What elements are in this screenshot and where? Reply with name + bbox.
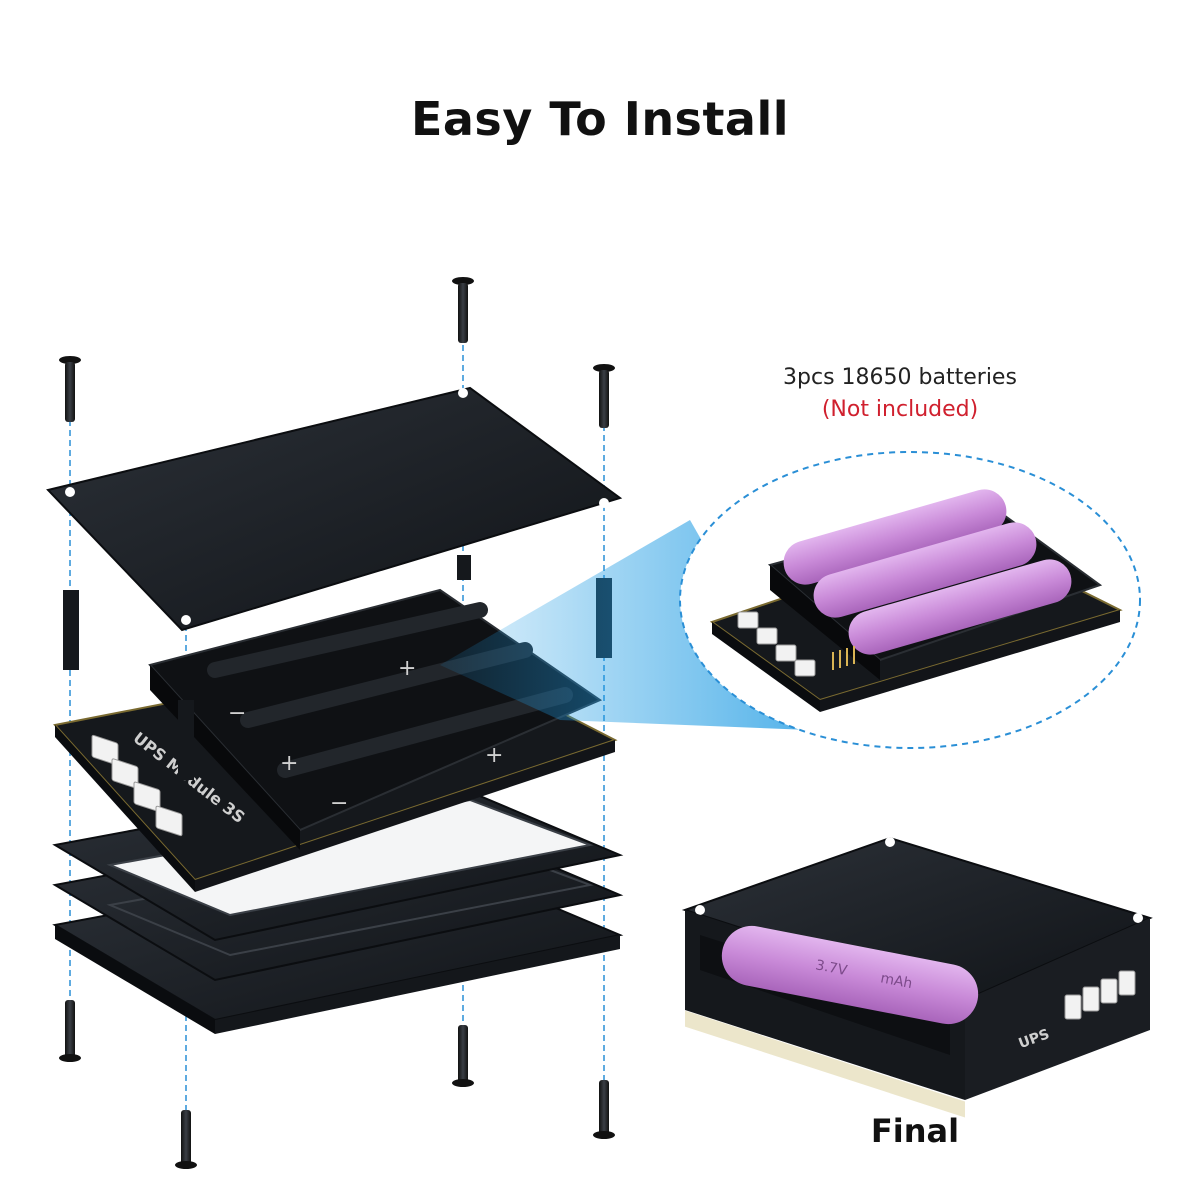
polarity-plus-3: +: [485, 743, 503, 768]
screw-icon-bottom-left: [59, 1000, 81, 1062]
battery-cell-icon-2: [813, 522, 1037, 618]
polarity-minus-2: −: [330, 791, 348, 816]
screw-icon-top-left: [59, 356, 81, 422]
battery-cell-icon-1: [783, 489, 1007, 585]
batteries-not-included-note: (Not included): [821, 397, 979, 422]
page-title: Easy To Install: [410, 92, 790, 146]
final-battery-text-2: mAh: [879, 970, 914, 992]
standoff-icon-inner: [178, 700, 194, 780]
screw-icon-top-mid: [452, 277, 474, 343]
top-plate: [46, 386, 623, 632]
battery-cell-icon-3: [848, 559, 1072, 655]
screw-icon-bottom-mid: [452, 1025, 474, 1087]
final-module: 3.7V mAh UPS: [681, 836, 1153, 1118]
polarity-plus-2: +: [280, 751, 298, 776]
screw-icon-bottom-inner: [175, 1110, 197, 1169]
screw-icon-top-right: [593, 364, 615, 428]
batteries-callout: 3pcs 18650 batteries (Not included): [720, 362, 1080, 426]
polarity-minus-1: −: [228, 701, 246, 726]
batteries-label: 3pcs 18650 batteries: [783, 365, 1017, 390]
final-label: Final: [870, 1112, 960, 1150]
board-connectors: [91, 734, 183, 837]
zoomed-battery-module: [709, 489, 1123, 712]
polarity-plus-1: +: [398, 656, 416, 681]
final-battery-cell-icon: [721, 925, 979, 1025]
screw-icon-bottom-right: [593, 1080, 615, 1139]
final-battery-text: 3.7V: [814, 957, 849, 979]
standoff-icon-top: [457, 555, 471, 580]
standoff-icon-left: [63, 590, 79, 670]
